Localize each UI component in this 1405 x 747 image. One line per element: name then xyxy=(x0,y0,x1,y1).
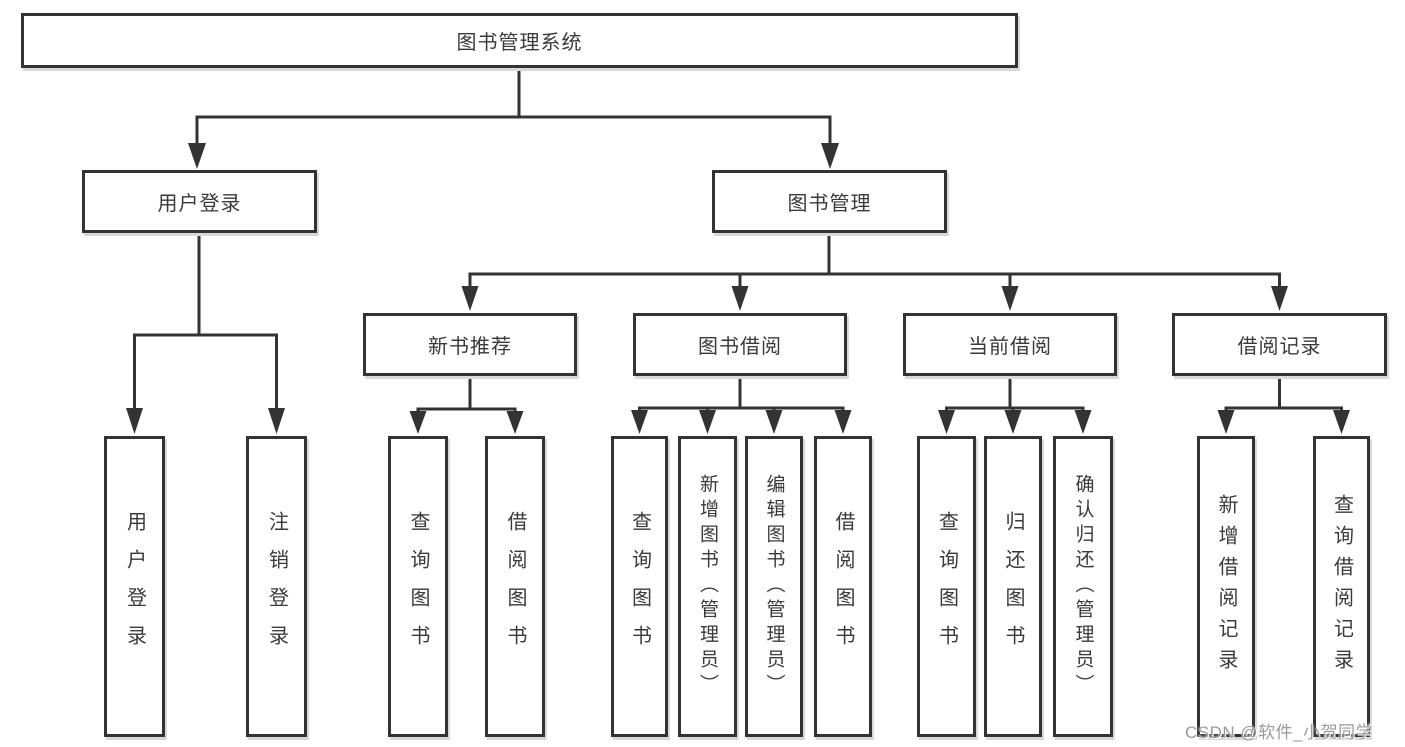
leaf-newrec-borrow-books: 借阅图书 xyxy=(485,436,545,737)
leaf-logout: 注销登录 xyxy=(246,436,307,737)
node-book-management: 图书管理 xyxy=(712,170,947,233)
leaf-label: 确认归还（管理员） xyxy=(1072,474,1094,699)
node-root-system: 图书管理系统 xyxy=(21,13,1018,68)
leaf-user-login: 用户登录 xyxy=(104,436,165,737)
leaf-records-add-record: 新增借阅记录 xyxy=(1197,436,1255,737)
leaf-current-confirm-return-admin: 确认归还（管理员） xyxy=(1053,436,1113,737)
node-book-borrowing: 图书借阅 xyxy=(633,313,847,376)
connector-user-login-branch xyxy=(126,233,285,434)
leaf-current-query-books: 查询图书 xyxy=(917,436,976,737)
connector-book-mgmt-to-level3 xyxy=(461,233,1288,311)
connector-borrow-records-branch xyxy=(1217,377,1350,434)
node-borrowing-records: 借阅记录 xyxy=(1172,313,1387,376)
leaf-label: 编辑图书（管理员） xyxy=(763,474,785,699)
leaf-label: 新增图书（管理员） xyxy=(697,474,718,699)
node-current-borrowing: 当前借阅 xyxy=(903,313,1117,376)
leaf-current-return-books: 归还图书 xyxy=(984,436,1042,737)
watermark: CSDN @软件_小贺同学 xyxy=(1185,723,1374,742)
leaf-label: 查询图书 xyxy=(628,510,651,663)
leaf-label: 查询图书 xyxy=(407,510,429,663)
leaf-label: 借阅图书 xyxy=(504,510,526,663)
leaf-newrec-query-books: 查询图书 xyxy=(388,436,448,737)
connector-root-to-level2 xyxy=(188,68,839,169)
connector-new-book-branch xyxy=(409,377,524,434)
leaf-label: 查询图书 xyxy=(935,510,958,663)
leaf-label: 归还图书 xyxy=(1002,510,1024,663)
leaf-label: 借阅图书 xyxy=(832,510,854,663)
leaf-borrow-query-books: 查询图书 xyxy=(611,436,668,737)
connector-current-borrow-branch xyxy=(938,377,1092,434)
leaf-label: 查询借阅记录 xyxy=(1330,493,1353,680)
node-user-login: 用户登录 xyxy=(82,170,317,233)
connector-book-borrow-branch xyxy=(631,377,852,434)
leaf-label: 用户登录 xyxy=(123,510,146,663)
leaf-records-query-record: 查询借阅记录 xyxy=(1313,436,1370,737)
leaf-label: 注销登录 xyxy=(265,510,288,663)
leaf-borrow-add-books-admin: 新增图书（管理员） xyxy=(678,436,737,737)
leaf-borrow-edit-books-admin: 编辑图书（管理员） xyxy=(745,436,803,737)
leaf-label: 新增借阅记录 xyxy=(1215,493,1237,680)
leaf-borrow-borrow-books: 借阅图书 xyxy=(814,436,872,737)
node-new-book-recommend: 新书推荐 xyxy=(363,313,577,376)
